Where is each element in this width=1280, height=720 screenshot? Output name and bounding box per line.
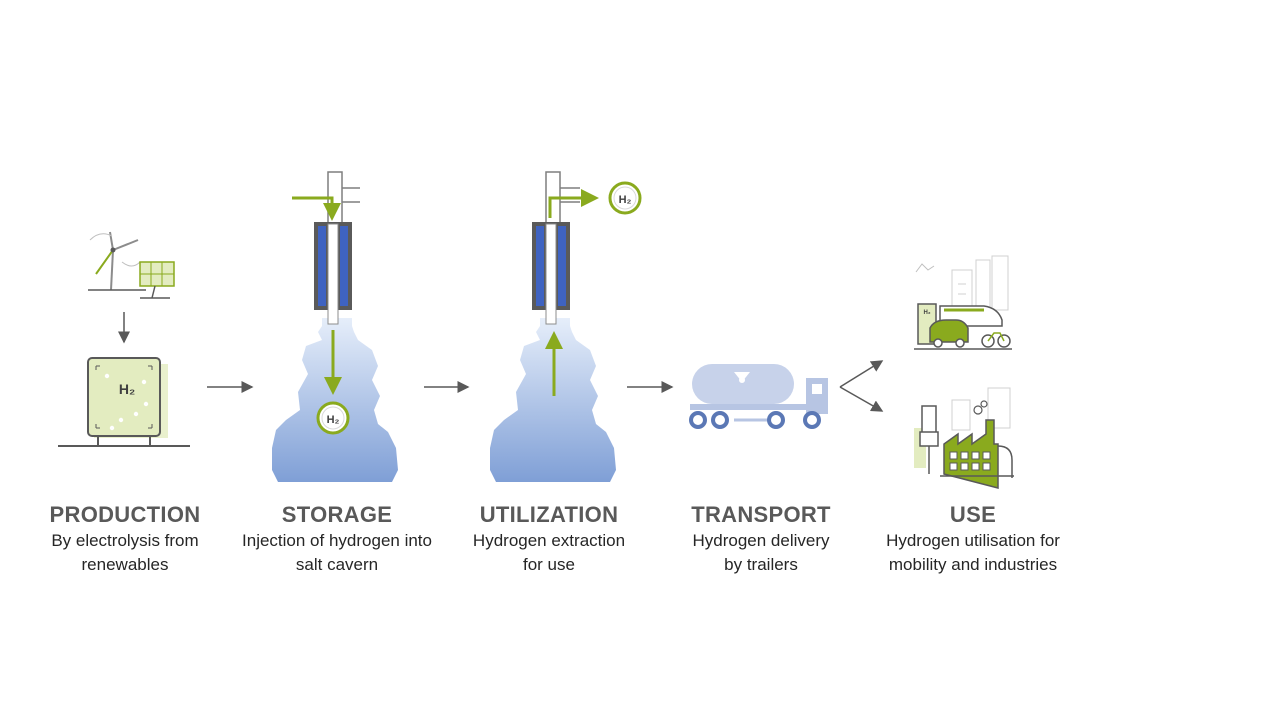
extraction-h2-label: H₂: [619, 194, 632, 206]
step-description-line-2: for use: [523, 555, 575, 574]
tanker-truck-icon: [689, 364, 828, 429]
storage-cavern-illustration: [272, 171, 398, 482]
step-description-line-1: By electrolysis from: [51, 531, 199, 550]
salt-cavern-shape: [272, 318, 398, 482]
production-illustration: H₂: [58, 231, 190, 447]
storage-h2-label: H₂: [327, 414, 340, 426]
step-title: STORAGE: [281, 502, 393, 527]
electrolyser-h2-label: H₂: [119, 381, 135, 397]
step-use: USE Hydrogen utilisation for mobility an…: [853, 502, 1093, 576]
factory-icon: [914, 387, 1014, 489]
step-description-line-1: Hydrogen extraction: [472, 531, 626, 550]
solar-panel-icon: [139, 261, 175, 299]
step-description-line-1: Hydrogen utilisation for: [886, 531, 1060, 550]
step-description-line-1: Injection of hydrogen into: [242, 531, 432, 550]
salt-cavern-shape: [490, 318, 616, 482]
step-description-line-2: mobility and industries: [888, 555, 1058, 574]
step-utilization: UTILIZATION Hydrogen extraction for use: [429, 502, 669, 576]
wind-turbine-icon: [88, 231, 146, 291]
electrolyser-icon: [58, 357, 190, 447]
step-title: UTILIZATION: [479, 502, 619, 527]
step-title: TRANSPORT: [691, 502, 831, 527]
mobility-icon: [914, 255, 1012, 350]
step-description-line-1: Hydrogen delivery: [692, 531, 830, 550]
station-h2-label: H₂: [924, 310, 931, 316]
split-arrows: [839, 360, 884, 412]
step-production: PRODUCTION By electrolysis from renewabl…: [5, 502, 245, 576]
step-title: PRODUCTION: [49, 502, 201, 527]
utilization-cavern-illustration: [490, 171, 642, 482]
step-storage: STORAGE Injection of hydrogen into salt …: [217, 502, 457, 576]
step-transport: TRANSPORT Hydrogen delivery by trailers: [641, 502, 881, 576]
step-title: USE: [949, 502, 997, 527]
step-description-line-2: by trailers: [724, 555, 798, 574]
step-description-line-2: salt cavern: [295, 555, 379, 574]
step-description-line-2: renewables: [81, 555, 169, 574]
